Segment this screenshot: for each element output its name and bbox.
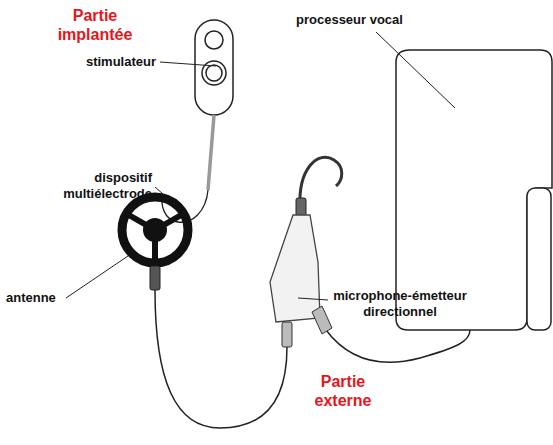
part-label: microphone-émetteur directionnel <box>326 288 474 319</box>
leader-line <box>298 298 328 300</box>
hook-connector <box>296 198 306 216</box>
processor-battery <box>527 188 551 330</box>
antenna-socket <box>282 322 292 347</box>
antenna <box>122 197 188 290</box>
stimulator-magnet <box>202 61 226 85</box>
processor-socket <box>312 306 332 334</box>
leader-lines <box>66 32 455 300</box>
part-heading: Partie externe <box>298 372 388 410</box>
antenna-spokes <box>127 214 183 262</box>
antenna-plug <box>150 266 160 290</box>
part-label: stimulateur <box>72 54 156 70</box>
stimulator <box>162 20 233 222</box>
antenna-ring <box>122 197 188 263</box>
part-label: dispositif multiélectrode <box>40 170 152 201</box>
electrode-lead <box>208 115 214 190</box>
processor-cable <box>326 330 470 362</box>
antenna-magnet <box>143 218 167 242</box>
part-label: processeur vocal <box>296 12 426 28</box>
leader-line <box>66 256 128 298</box>
microphone-transmitter <box>270 157 342 347</box>
leader-line <box>376 32 455 108</box>
leader-line <box>155 187 163 194</box>
leader-line <box>160 62 216 66</box>
stimulator-housing <box>195 20 233 115</box>
part-label: antenne <box>6 290 68 306</box>
part-heading: Partie implantée <box>45 6 145 44</box>
transmitter-body <box>270 215 320 322</box>
stimulator-coil <box>205 31 223 49</box>
stimulator-magnet-inner <box>206 65 222 81</box>
antenna-cable <box>155 290 287 428</box>
